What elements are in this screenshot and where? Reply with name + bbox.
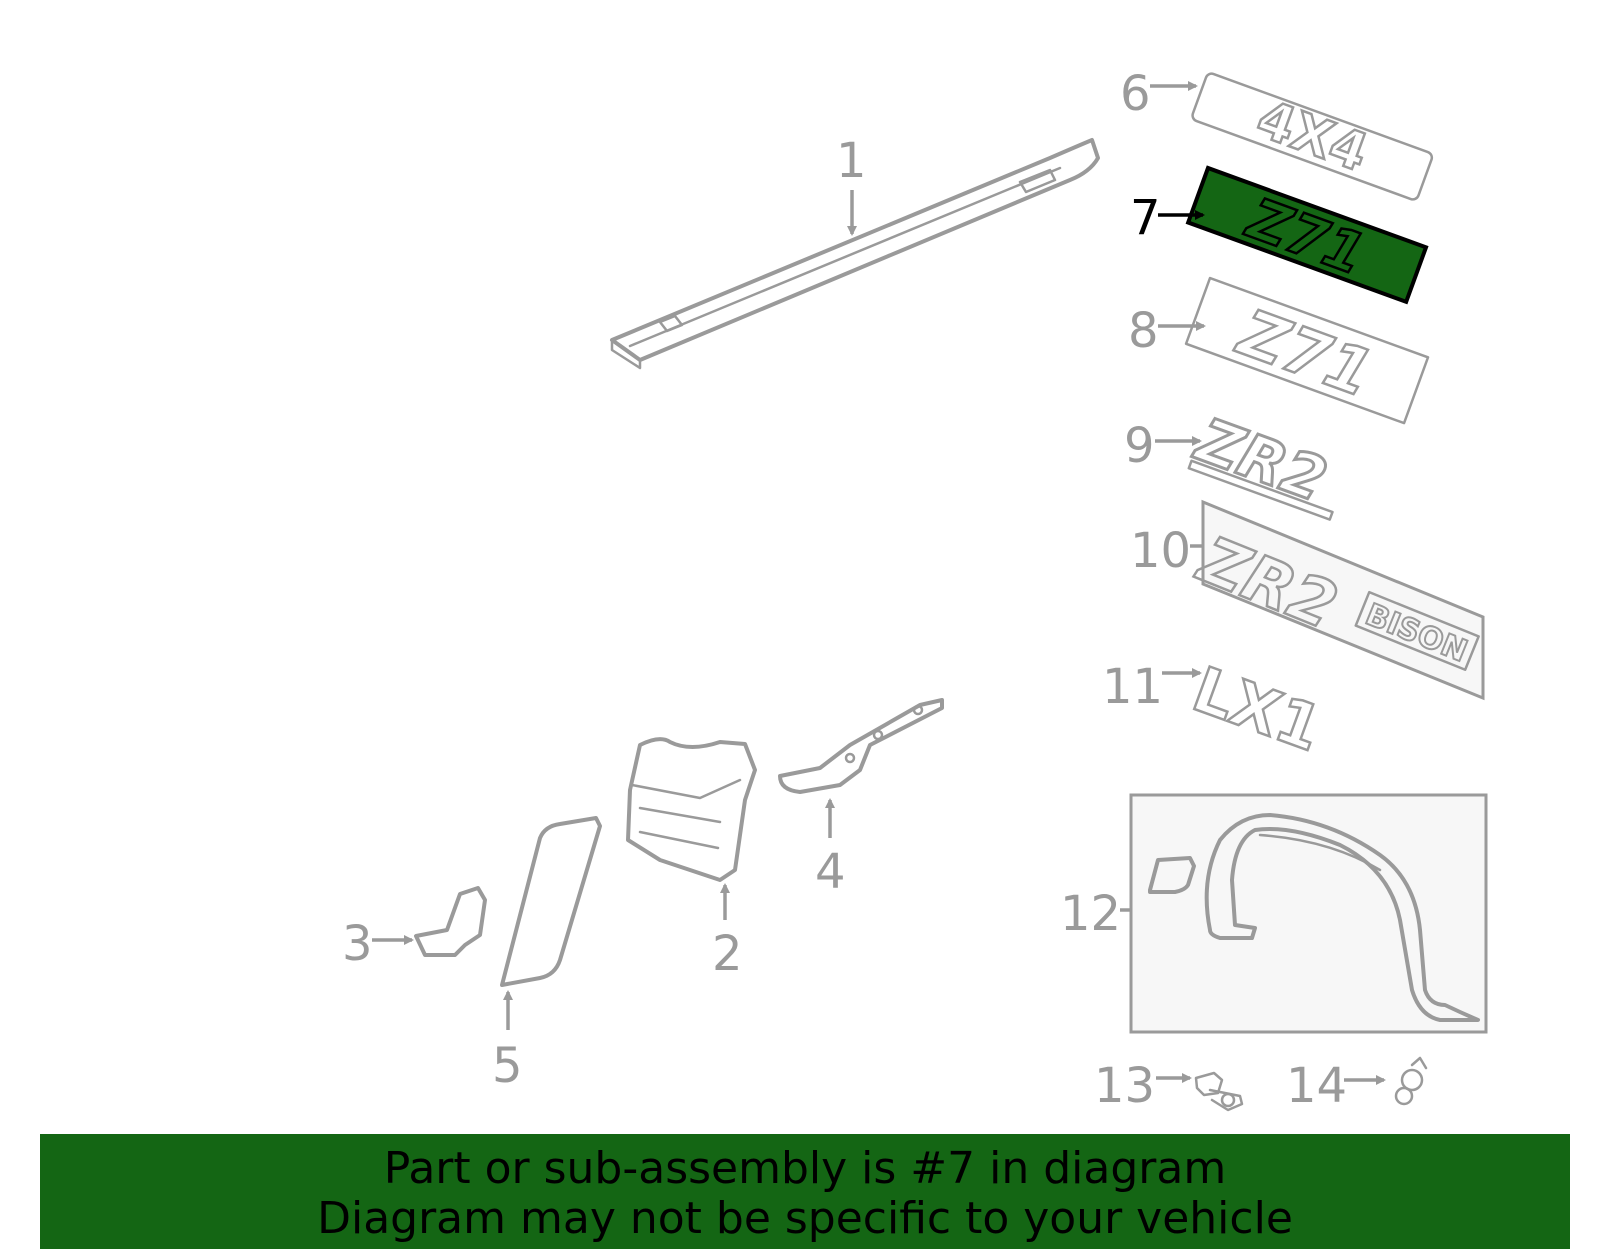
badge-9-text: ZR2	[1186, 405, 1335, 516]
callout-1[interactable]: 1	[836, 133, 867, 189]
part-10-decal-zr2-bison[interactable]: ZR2 BISON	[1186, 499, 1485, 701]
callout-2[interactable]: 2	[712, 926, 743, 982]
callout-10[interactable]: 10	[1130, 523, 1191, 579]
callout-9[interactable]: 9	[1124, 418, 1155, 474]
callout-12[interactable]: 12	[1060, 886, 1121, 942]
callout-5[interactable]: 5	[492, 1038, 523, 1094]
part-5-panel[interactable]	[500, 816, 602, 987]
callout-7[interactable]: 7	[1130, 190, 1161, 246]
callout-11[interactable]: 11	[1102, 659, 1163, 715]
badge-7-text: Z71	[1238, 186, 1374, 288]
part-2-mud-flap[interactable]	[626, 737, 757, 882]
banner-line-1: Part or sub-assembly is #7 in diagram	[383, 1143, 1227, 1194]
callout-13[interactable]: 13	[1094, 1058, 1155, 1114]
callout-4[interactable]: 4	[815, 844, 846, 900]
part-1-molding[interactable]	[610, 138, 1100, 370]
part-3-bracket[interactable]	[414, 886, 487, 957]
badge-6-text: 4X4	[1249, 89, 1375, 184]
callout-8[interactable]: 8	[1128, 303, 1159, 359]
banner-line-2: Diagram may not be specific to your vehi…	[317, 1193, 1293, 1244]
info-banner: Part or sub-assembly is #7 in diagram Di…	[40, 1134, 1570, 1249]
part-14-retainer[interactable]	[1394, 1056, 1428, 1106]
callout-14[interactable]: 14	[1286, 1058, 1347, 1114]
part-8-badge-z71[interactable]: Z71	[1184, 276, 1430, 429]
part-12-fender-flare[interactable]	[1129, 793, 1488, 1034]
callout-6[interactable]: 6	[1120, 66, 1151, 122]
badge-11-text: LX1	[1184, 652, 1332, 765]
part-4-splash-shield[interactable]	[778, 698, 944, 794]
part-11-badge-lx1[interactable]: LX1	[1183, 651, 1333, 767]
part-13-bolt[interactable]	[1194, 1071, 1244, 1112]
part-7-badge-z71-highlighted[interactable]: Z71	[1185, 165, 1429, 307]
callout-3[interactable]: 3	[342, 916, 373, 972]
